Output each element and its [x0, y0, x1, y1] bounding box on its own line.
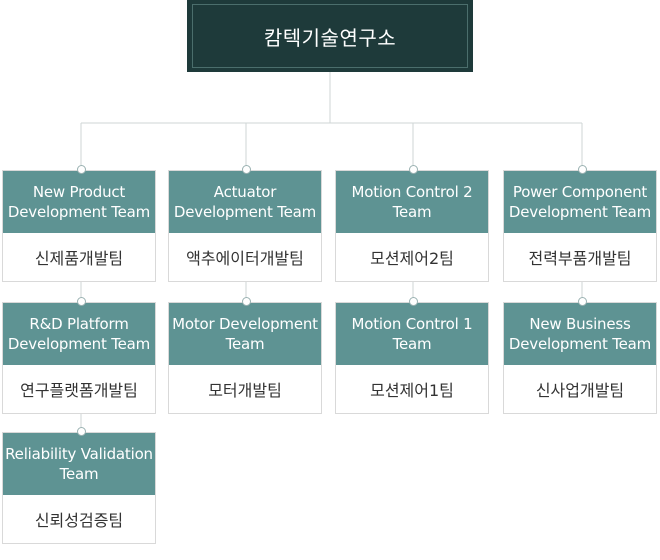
team-name-en: Motion Control 1 Team — [336, 303, 488, 365]
team-name-ko: 액추에이터개발팀 — [186, 249, 304, 268]
team-name-ko: 연구플랫폼개발팀 — [20, 381, 138, 400]
team-name-ko: 신사업개발팀 — [535, 381, 625, 400]
team-name-ko: 모터개발팀 — [208, 381, 282, 400]
connector-dot — [242, 165, 251, 174]
connector-dot — [409, 165, 418, 174]
root-title: 캄텍기술연구소 — [192, 4, 468, 68]
team-name-ko: 신제품개발팀 — [34, 249, 124, 268]
root-node: 캄텍기술연구소 — [187, 0, 473, 72]
connector-dot — [77, 297, 86, 306]
connector-dot — [578, 297, 587, 306]
team-name-en: Motion Control 2 Team — [336, 171, 488, 233]
connector-dot — [409, 297, 418, 306]
team-name-ko: 신뢰성검증팀 — [34, 511, 124, 530]
connector-dot — [578, 165, 587, 174]
team-box-reliability: Reliability Validation Team 신뢰성검증팀 — [2, 432, 156, 544]
connector-dot — [77, 427, 86, 436]
team-name-en: Power Component Development Team — [504, 171, 656, 233]
team-name-en: Motor Development Team — [169, 303, 321, 365]
team-name-ko: 모션제어2팀 — [370, 249, 454, 268]
connector-dot — [242, 297, 251, 306]
team-box-rnd-platform: R&D Platform Development Team 연구플랫폼개발팀 — [2, 302, 156, 414]
team-box-actuator: Actuator Development Team 액추에이터개발팀 — [168, 170, 322, 282]
team-box-new-product: New Product Development Team 신제품개발팀 — [2, 170, 156, 282]
team-name-ko: 전력부품개발팀 — [528, 249, 632, 268]
team-box-motion-control-2: Motion Control 2 Team 모션제어2팀 — [335, 170, 489, 282]
team-name-en: Actuator Development Team — [169, 171, 321, 233]
team-name-en: New Business Development Team — [504, 303, 656, 365]
team-box-new-business: New Business Development Team 신사업개발팀 — [503, 302, 657, 414]
team-box-motion-control-1: Motion Control 1 Team 모션제어1팀 — [335, 302, 489, 414]
team-name-en: Reliability Validation Team — [3, 433, 155, 495]
team-name-en: R&D Platform Development Team — [3, 303, 155, 365]
team-name-en: New Product Development Team — [3, 171, 155, 233]
team-box-motor: Motor Development Team 모터개발팀 — [168, 302, 322, 414]
team-name-ko: 모션제어1팀 — [370, 381, 454, 400]
connector-dot — [77, 165, 86, 174]
team-box-power-component: Power Component Development Team 전력부품개발팀 — [503, 170, 657, 282]
